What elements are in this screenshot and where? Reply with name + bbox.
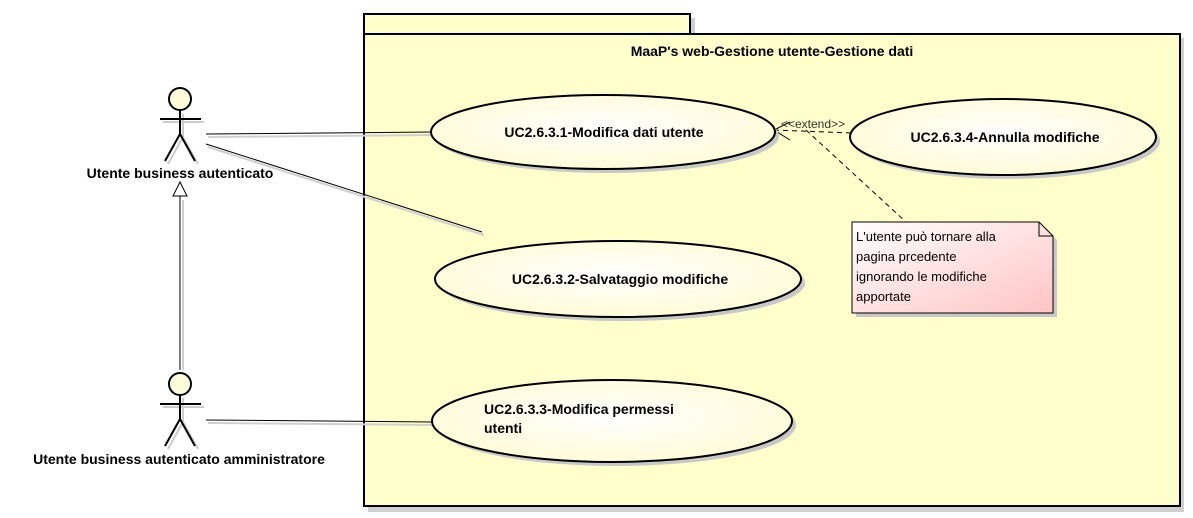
association-actor1-uc1[interactable] <box>205 131 435 138</box>
note-line: pagina prcedente <box>856 249 956 264</box>
generalization-arrowhead <box>172 180 188 197</box>
note-line: L'utente può tornare alla <box>856 229 997 244</box>
actor-label: Utente business autenticato amministrato… <box>33 451 325 467</box>
actor-body <box>160 395 201 447</box>
actor-utente-business-autenticato[interactable]: Utente business autenticato <box>87 87 274 181</box>
note[interactable]: L'utente può tornare alla pagina prceden… <box>851 221 1057 317</box>
note-line: apportate <box>856 289 911 304</box>
use-case-label: UC2.6.3.1-Modifica dati utente <box>504 124 703 140</box>
association-actor1-uc2[interactable] <box>205 143 485 236</box>
use-case-uc2634[interactable]: UC2.6.3.4-Annulla modifiche <box>849 98 1160 179</box>
use-case-uc2633[interactable]: UC2.6.3.3-Modifica permessi utenti <box>431 379 796 466</box>
use-case-label: UC2.6.3.4-Annulla modifiche <box>910 129 1099 145</box>
actor-label: Utente business autenticato <box>87 165 274 181</box>
note-anchor-line[interactable] <box>805 129 907 223</box>
actor-head <box>168 87 192 111</box>
actor-utente-business-autenticato-amministratore[interactable]: Utente business autenticato amministrato… <box>33 372 325 467</box>
package-title: MaaP's web-Gestione utente-Gestione dati <box>631 43 914 59</box>
generalization-line[interactable] <box>172 180 188 370</box>
note-corner-fold <box>1038 222 1053 237</box>
note-line: ignorando le modifiche <box>856 269 987 284</box>
use-case-label: UC2.6.3.3-Modifica permessi <box>484 401 674 417</box>
use-case-uc2632[interactable]: UC2.6.3.2-Salvataggio modifiche <box>434 240 805 321</box>
use-case-label: UC2.6.3.2-Salvataggio modifiche <box>512 271 728 287</box>
use-case-label-line2: utenti <box>484 420 522 436</box>
use-case-uc2631[interactable]: UC2.6.3.1-Modifica dati utente <box>430 94 779 173</box>
extend-label: <<extend>> <box>781 117 845 131</box>
actor-head <box>168 372 192 396</box>
actor-body <box>160 110 201 162</box>
association-actor2-uc3[interactable] <box>205 419 435 426</box>
package-tab <box>363 13 691 36</box>
